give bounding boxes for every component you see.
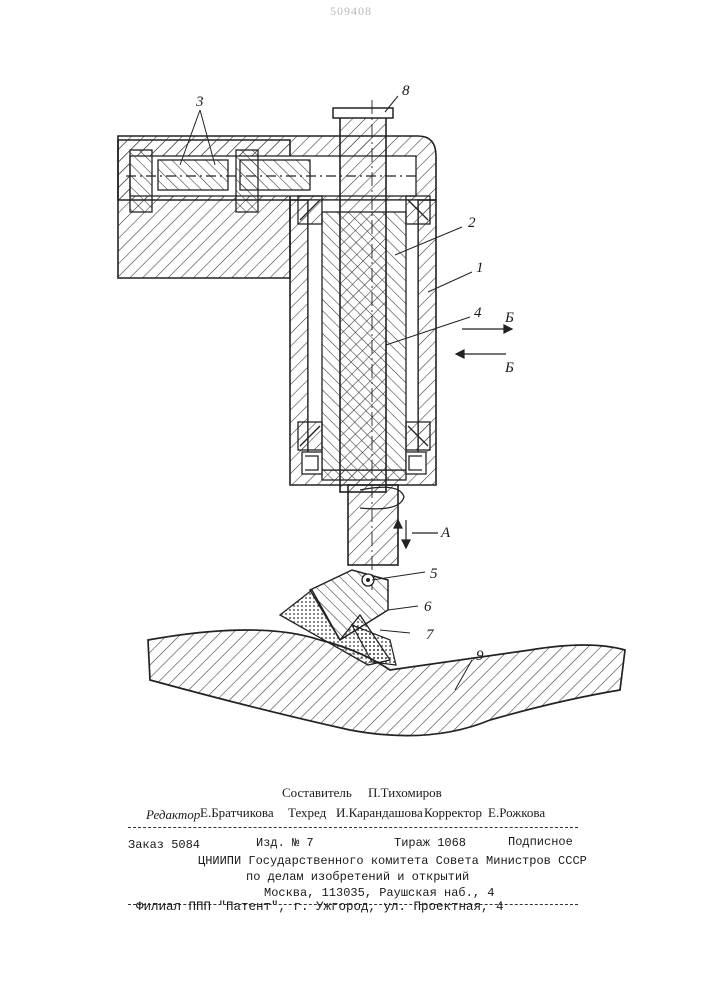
technical-drawing: 1 2 3 4 5 6 7 8 9 А Б Б — [0, 0, 707, 760]
divider-top — [128, 827, 578, 828]
bearing-bottom-left — [298, 422, 322, 474]
editor-name: Е.Братчикова — [200, 805, 274, 821]
spindle — [340, 112, 386, 492]
label-b-bottom: Б — [504, 360, 514, 376]
branch-address: Филиал ППП "Патент", г. Ужгород, ул. Про… — [136, 900, 504, 914]
bearing-top-left — [298, 196, 322, 224]
org-line-2: по делам изобретений и открытий — [246, 870, 469, 884]
label-2: 2 — [468, 215, 476, 231]
spindle-cap — [333, 108, 393, 118]
org-line-1: ЦНИИПИ Государственного комитета Совета … — [198, 854, 587, 868]
label-7: 7 — [426, 627, 435, 643]
label-a: А — [440, 525, 451, 541]
label-b-top: Б — [504, 310, 514, 326]
org-line-3: Москва, 113035, Раушская наб., 4 — [264, 886, 494, 900]
circulation: Тираж 1068 — [394, 836, 466, 850]
techred-name: И.Карандашова — [336, 805, 423, 821]
label-9: 9 — [476, 648, 484, 664]
issue-number: Изд. № 7 — [256, 836, 314, 850]
bearing-top-right — [406, 196, 430, 224]
techred-label: Техред — [288, 805, 326, 821]
corrector-name: Е.Рожкова — [488, 805, 545, 821]
compiler-name: П.Тихомиров — [368, 785, 442, 801]
bearing-bottom-right — [406, 422, 430, 474]
compiler-label: Составитель — [282, 785, 352, 801]
editor-label: Редактор — [146, 807, 200, 823]
label-6: 6 — [424, 599, 432, 615]
label-5: 5 — [430, 566, 438, 582]
lower-rod — [348, 485, 398, 565]
label-3: 3 — [195, 94, 204, 110]
label-4: 4 — [474, 305, 482, 321]
corrector-label: Корректор — [424, 805, 482, 821]
subscription: Подписное — [508, 835, 573, 849]
label-1: 1 — [476, 260, 484, 276]
gear-left — [158, 160, 228, 190]
order-number: Заказ 5084 — [128, 838, 200, 852]
label-8: 8 — [402, 83, 410, 99]
